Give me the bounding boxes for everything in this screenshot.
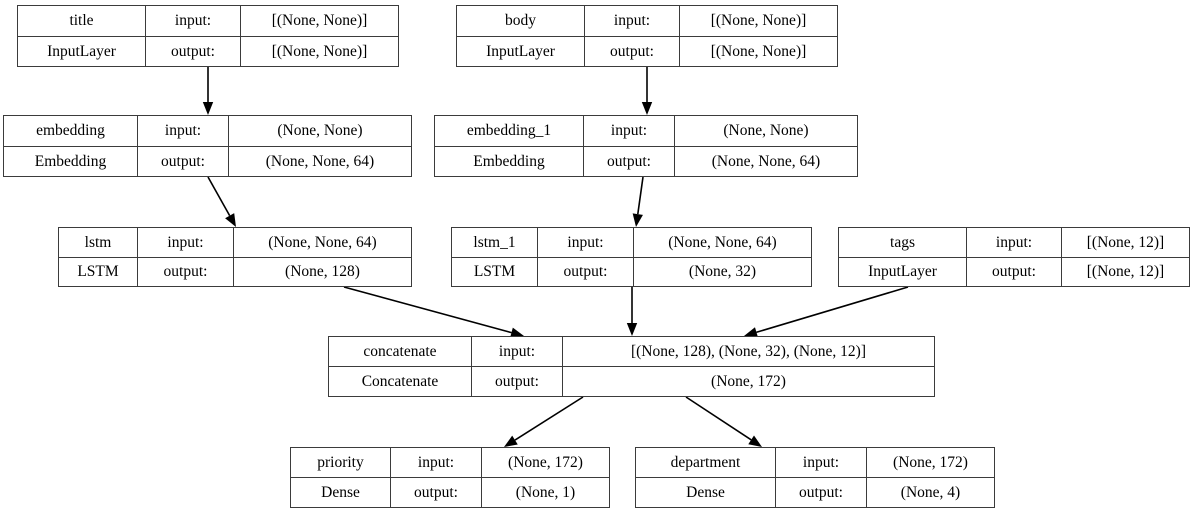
input-label-body: input: [585,6,680,36]
input-label-lstm: input: [138,228,234,257]
output-shape-lstm: (None, 128) [285,263,360,280]
input-shape-concatenate: [(None, 128), (None, 32), (None, 12)] [630,342,866,360]
edge-lstm-to-concatenate [343,286,524,338]
output-label-body: output: [585,36,680,66]
layer-type-lstm_1: LSTM [452,257,538,286]
output-label-title: output: [146,36,241,66]
edge-body-to-embedding_1 [641,67,653,115]
layer-name-department: department [636,448,776,477]
input-shape-embedding: (None, None) [277,122,363,139]
input-shape-department: (None, 172) [893,453,968,471]
output-label-embedding: output: [138,146,229,176]
input-shape-priority: (None, 172) [508,453,583,471]
layer-type-embedding_1: Embedding [435,146,584,176]
edge-concatenate-to-department [685,396,762,447]
layer-name-lstm_1: lstm_1 [452,228,538,257]
layer-name-concatenate: concatenate [329,337,472,366]
input-shape-embedding_1: (None, None) [723,122,809,139]
output-shape-lstm_1: (None, 32) [688,263,757,280]
input-label-department: input: [776,448,867,477]
layer-type-body: InputLayer [457,36,585,66]
edge-lstm_1-to-concatenate [626,287,638,336]
output-shape-priority: (None, 1) [515,483,576,501]
output-label-priority: output: [391,478,482,507]
edge-title-to-embedding [202,67,214,115]
layer-type-priority: Dense [291,478,391,507]
layer-type-lstm: LSTM [59,257,138,286]
input-shape-title: [(None, None)] [271,12,368,29]
input-label-priority: input: [391,448,482,477]
output-shape-concatenate: (None, 172) [711,372,786,390]
input-label-embedding: input: [138,116,229,146]
output-label-concatenate: output: [472,367,563,396]
input-label-embedding_1: input: [584,116,675,146]
layer-type-title: InputLayer [18,36,146,66]
output-shape-body: [(None, None)] [710,42,807,60]
layer-name-embedding: embedding [4,116,138,146]
output-shape-embedding_1: (None, None, 64) [711,152,821,170]
edge-tags-to-concatenate [744,286,909,338]
input-shape-tags: [(None, 12)] [1086,233,1165,251]
input-label-tags: input: [967,228,1062,257]
output-label-department: output: [776,478,867,507]
layer-type-tags: InputLayer [839,257,967,286]
input-label-title: input: [146,6,241,36]
layer-type-department: Dense [636,478,776,507]
output-label-embedding_1: output: [584,146,675,176]
layer-type-embedding: Embedding [4,146,138,176]
output-shape-title: [(None, None)] [271,42,368,60]
layer-type-concatenate: Concatenate [329,367,472,396]
input-shape-lstm_1: (None, None, 64) [668,233,777,251]
output-label-tags: output: [967,257,1062,286]
layer-name-title: title [18,6,146,36]
layer-name-tags: tags [839,228,967,257]
output-shape-tags: [(None, 12)] [1086,263,1165,280]
layer-name-embedding_1: embedding_1 [435,116,584,146]
edge-embedding_1-to-lstm_1 [632,176,644,227]
input-label-concatenate: input: [472,337,563,366]
input-label-lstm_1: input: [538,228,634,257]
layer-name-body: body [457,6,585,36]
input-shape-lstm: (None, None, 64) [268,233,377,251]
output-label-lstm: output: [138,257,234,286]
layer-name-priority: priority [291,448,391,477]
output-label-lstm_1: output: [538,257,634,286]
output-shape-embedding: (None, None, 64) [265,152,375,170]
edge-embedding-to-lstm [207,176,236,227]
layer-name-lstm: lstm [59,228,138,257]
output-shape-department: (None, 4) [900,483,961,501]
input-shape-body: [(None, None)] [710,12,807,29]
edge-concatenate-to-priority [504,396,584,447]
